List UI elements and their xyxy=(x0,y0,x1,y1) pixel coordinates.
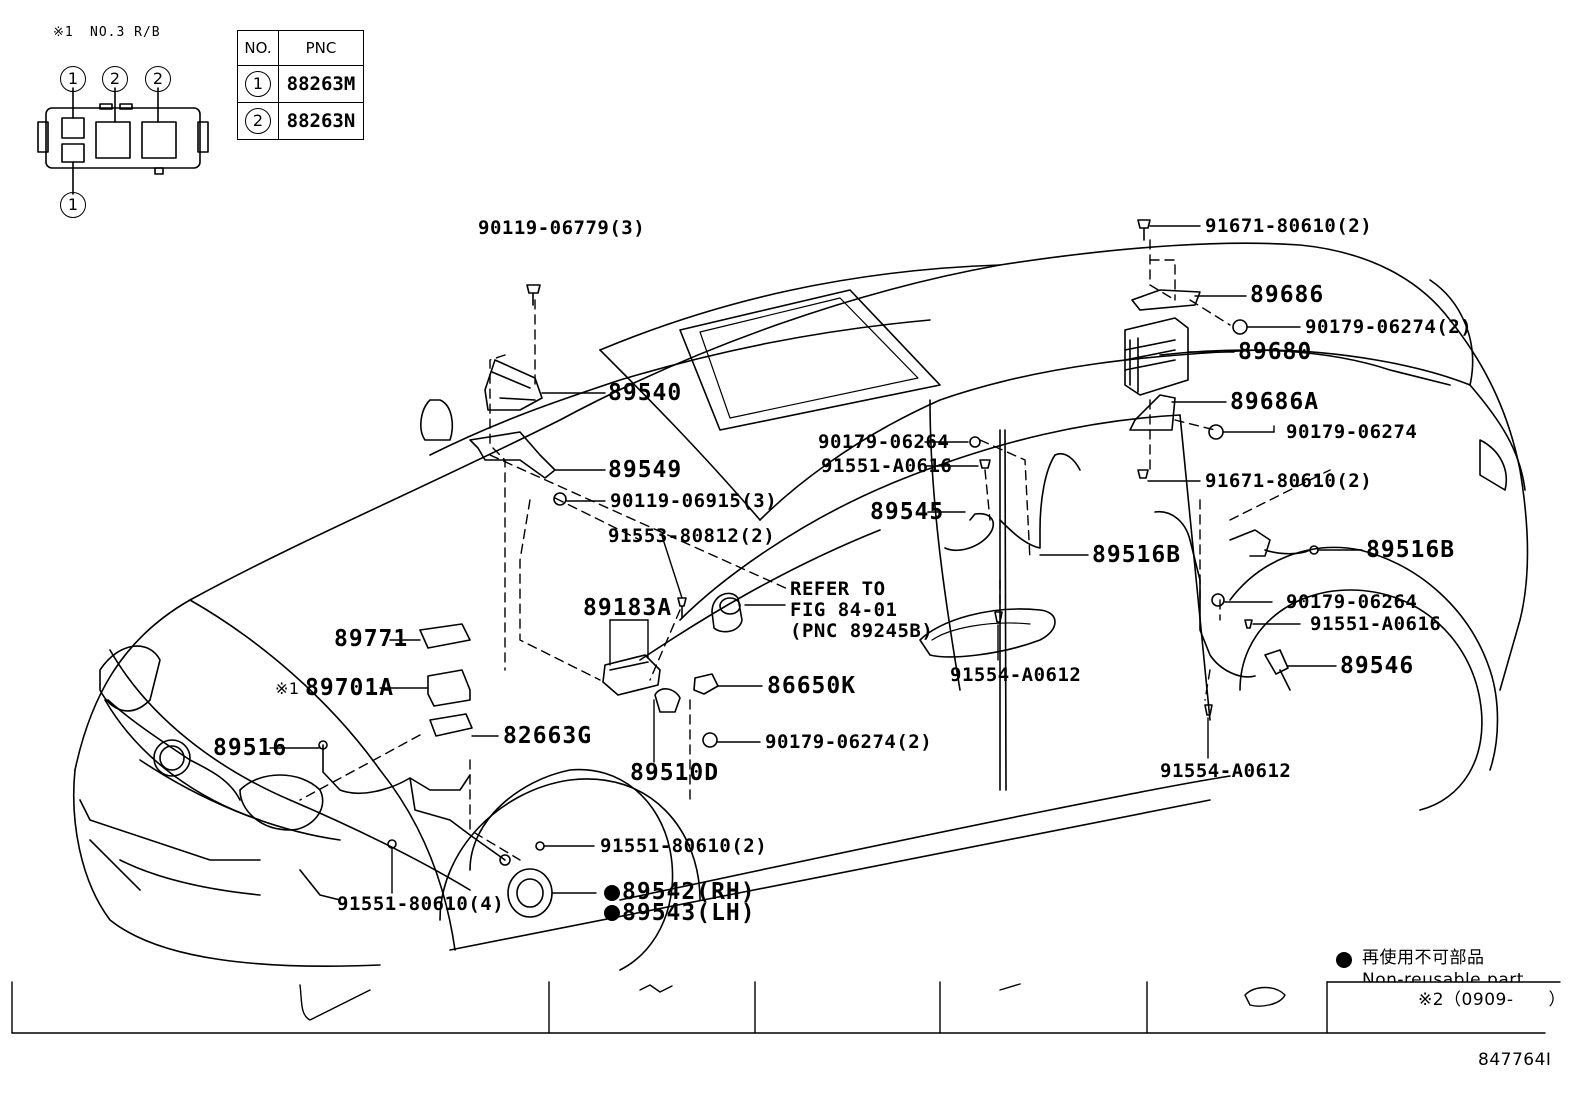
part-label-89680[interactable]: 89680 xyxy=(1238,339,1313,365)
part-label-90179-06274-rear[interactable]: 90179-06274 xyxy=(1286,421,1418,443)
part-label-89543-lh[interactable]: 89543(LH) xyxy=(622,900,756,926)
pnc-table: NO. PNC 1 88263M 2 88263N xyxy=(237,30,364,140)
part-label-89516[interactable]: 89516 xyxy=(213,735,288,761)
part-label-89771[interactable]: 89771 xyxy=(334,626,409,652)
part-label-89549[interactable]: 89549 xyxy=(608,457,683,483)
part-label-91551-80610-2[interactable]: 91551-80610(2) xyxy=(600,835,768,857)
part-label-89546[interactable]: 89546 xyxy=(1340,653,1415,679)
table-row: 1 88263M xyxy=(237,65,364,103)
relay-block-note-mark: ※1 xyxy=(53,25,74,40)
part-label-90179-06274-rear-2[interactable]: 90179-06274(2) xyxy=(1305,316,1473,338)
relay-block-title: NO.3 R/B xyxy=(90,25,161,40)
part-label-82663G[interactable]: 82663G xyxy=(503,723,593,749)
part-label-90119-06915[interactable]: 90119-06915(3) xyxy=(610,490,778,512)
relay-callout-1-bottom: 1 xyxy=(60,192,86,218)
part-label-89686[interactable]: 89686 xyxy=(1250,282,1325,308)
legend-non-reusable-jp: 再使用不可部品 xyxy=(1362,948,1485,968)
relay-callout-2-left: 2 xyxy=(102,66,128,92)
part-label-91551-80610-4[interactable]: 91551-80610(4) xyxy=(337,893,505,915)
part-label-89516B-left[interactable]: 89516B xyxy=(1092,542,1182,568)
pnc-row-number: 2 xyxy=(245,108,271,134)
pnc-header-no: NO. xyxy=(237,30,279,66)
refer-note-line-3: (PNC 89245B) xyxy=(790,620,934,642)
refer-note-line-1: REFER TO xyxy=(790,578,886,600)
part-label-91554-A0612-right[interactable]: 91554-A0612 xyxy=(1160,760,1292,782)
part-label-89701A-note-mark: ※1 xyxy=(275,679,300,698)
part-label-89183A[interactable]: 89183A xyxy=(583,595,673,621)
part-label-89516B-right[interactable]: 89516B xyxy=(1366,537,1456,563)
part-label-89545[interactable]: 89545 xyxy=(870,499,945,525)
label-leaders xyxy=(269,225,1363,894)
pnc-row-number: 1 xyxy=(245,71,271,97)
part-label-90179-06264-right[interactable]: 90179-06264 xyxy=(1286,591,1418,613)
car-body-outline xyxy=(72,242,1529,971)
part-label-91554-A0612-left[interactable]: 91554-A0612 xyxy=(950,664,1082,686)
components xyxy=(318,219,1319,918)
part-label-90179-06274-front[interactable]: 90179-06274(2) xyxy=(765,731,933,753)
part-label-89701A[interactable]: 89701A xyxy=(305,675,395,701)
pnc-row-code: 88263M xyxy=(278,65,364,103)
part-label-89540[interactable]: 89540 xyxy=(608,380,683,406)
figure-id: 847764I xyxy=(1478,1050,1552,1070)
non-reusable-markers xyxy=(604,885,1352,968)
part-label-91671-80610-top[interactable]: 91671-80610(2) xyxy=(1205,215,1373,237)
relay-block-illustration xyxy=(37,87,209,195)
part-label-86650K[interactable]: 86650K xyxy=(767,673,857,699)
part-label-89510D[interactable]: 89510D xyxy=(630,760,720,786)
pnc-row-code: 88263N xyxy=(278,102,364,140)
bottom-frame xyxy=(11,981,1561,1034)
part-label-89542-rh[interactable]: 89542(RH) xyxy=(622,879,756,905)
relay-callout-2-right: 2 xyxy=(145,66,171,92)
legend-non-reusable-en: Non-reusable part xyxy=(1362,972,1524,982)
part-label-91671-80610-mid[interactable]: 91671-80610(2) xyxy=(1205,470,1373,492)
leader-lines xyxy=(299,239,1331,861)
part-label-91551-A0616-right[interactable]: 91551-A0616 xyxy=(1310,613,1442,635)
part-label-91551-A0616-left[interactable]: 91551-A0616 xyxy=(821,455,953,477)
part-label-90119-06779[interactable]: 90119-06779(3) xyxy=(478,217,646,239)
refer-note-line-2[interactable]: FIG 84-01 xyxy=(790,599,898,621)
part-label-89686A[interactable]: 89686A xyxy=(1230,389,1320,415)
legend-note-2: ※2（0909- ） xyxy=(1418,990,1566,1010)
part-label-90179-06264-left[interactable]: 90179-06264 xyxy=(818,431,950,453)
relay-callout-1-top: 1 xyxy=(60,66,86,92)
table-row: 2 88263N xyxy=(237,102,364,140)
part-label-91553-80812[interactable]: 91553-80812(2) xyxy=(608,525,776,547)
pnc-header-pnc: PNC xyxy=(278,30,364,66)
